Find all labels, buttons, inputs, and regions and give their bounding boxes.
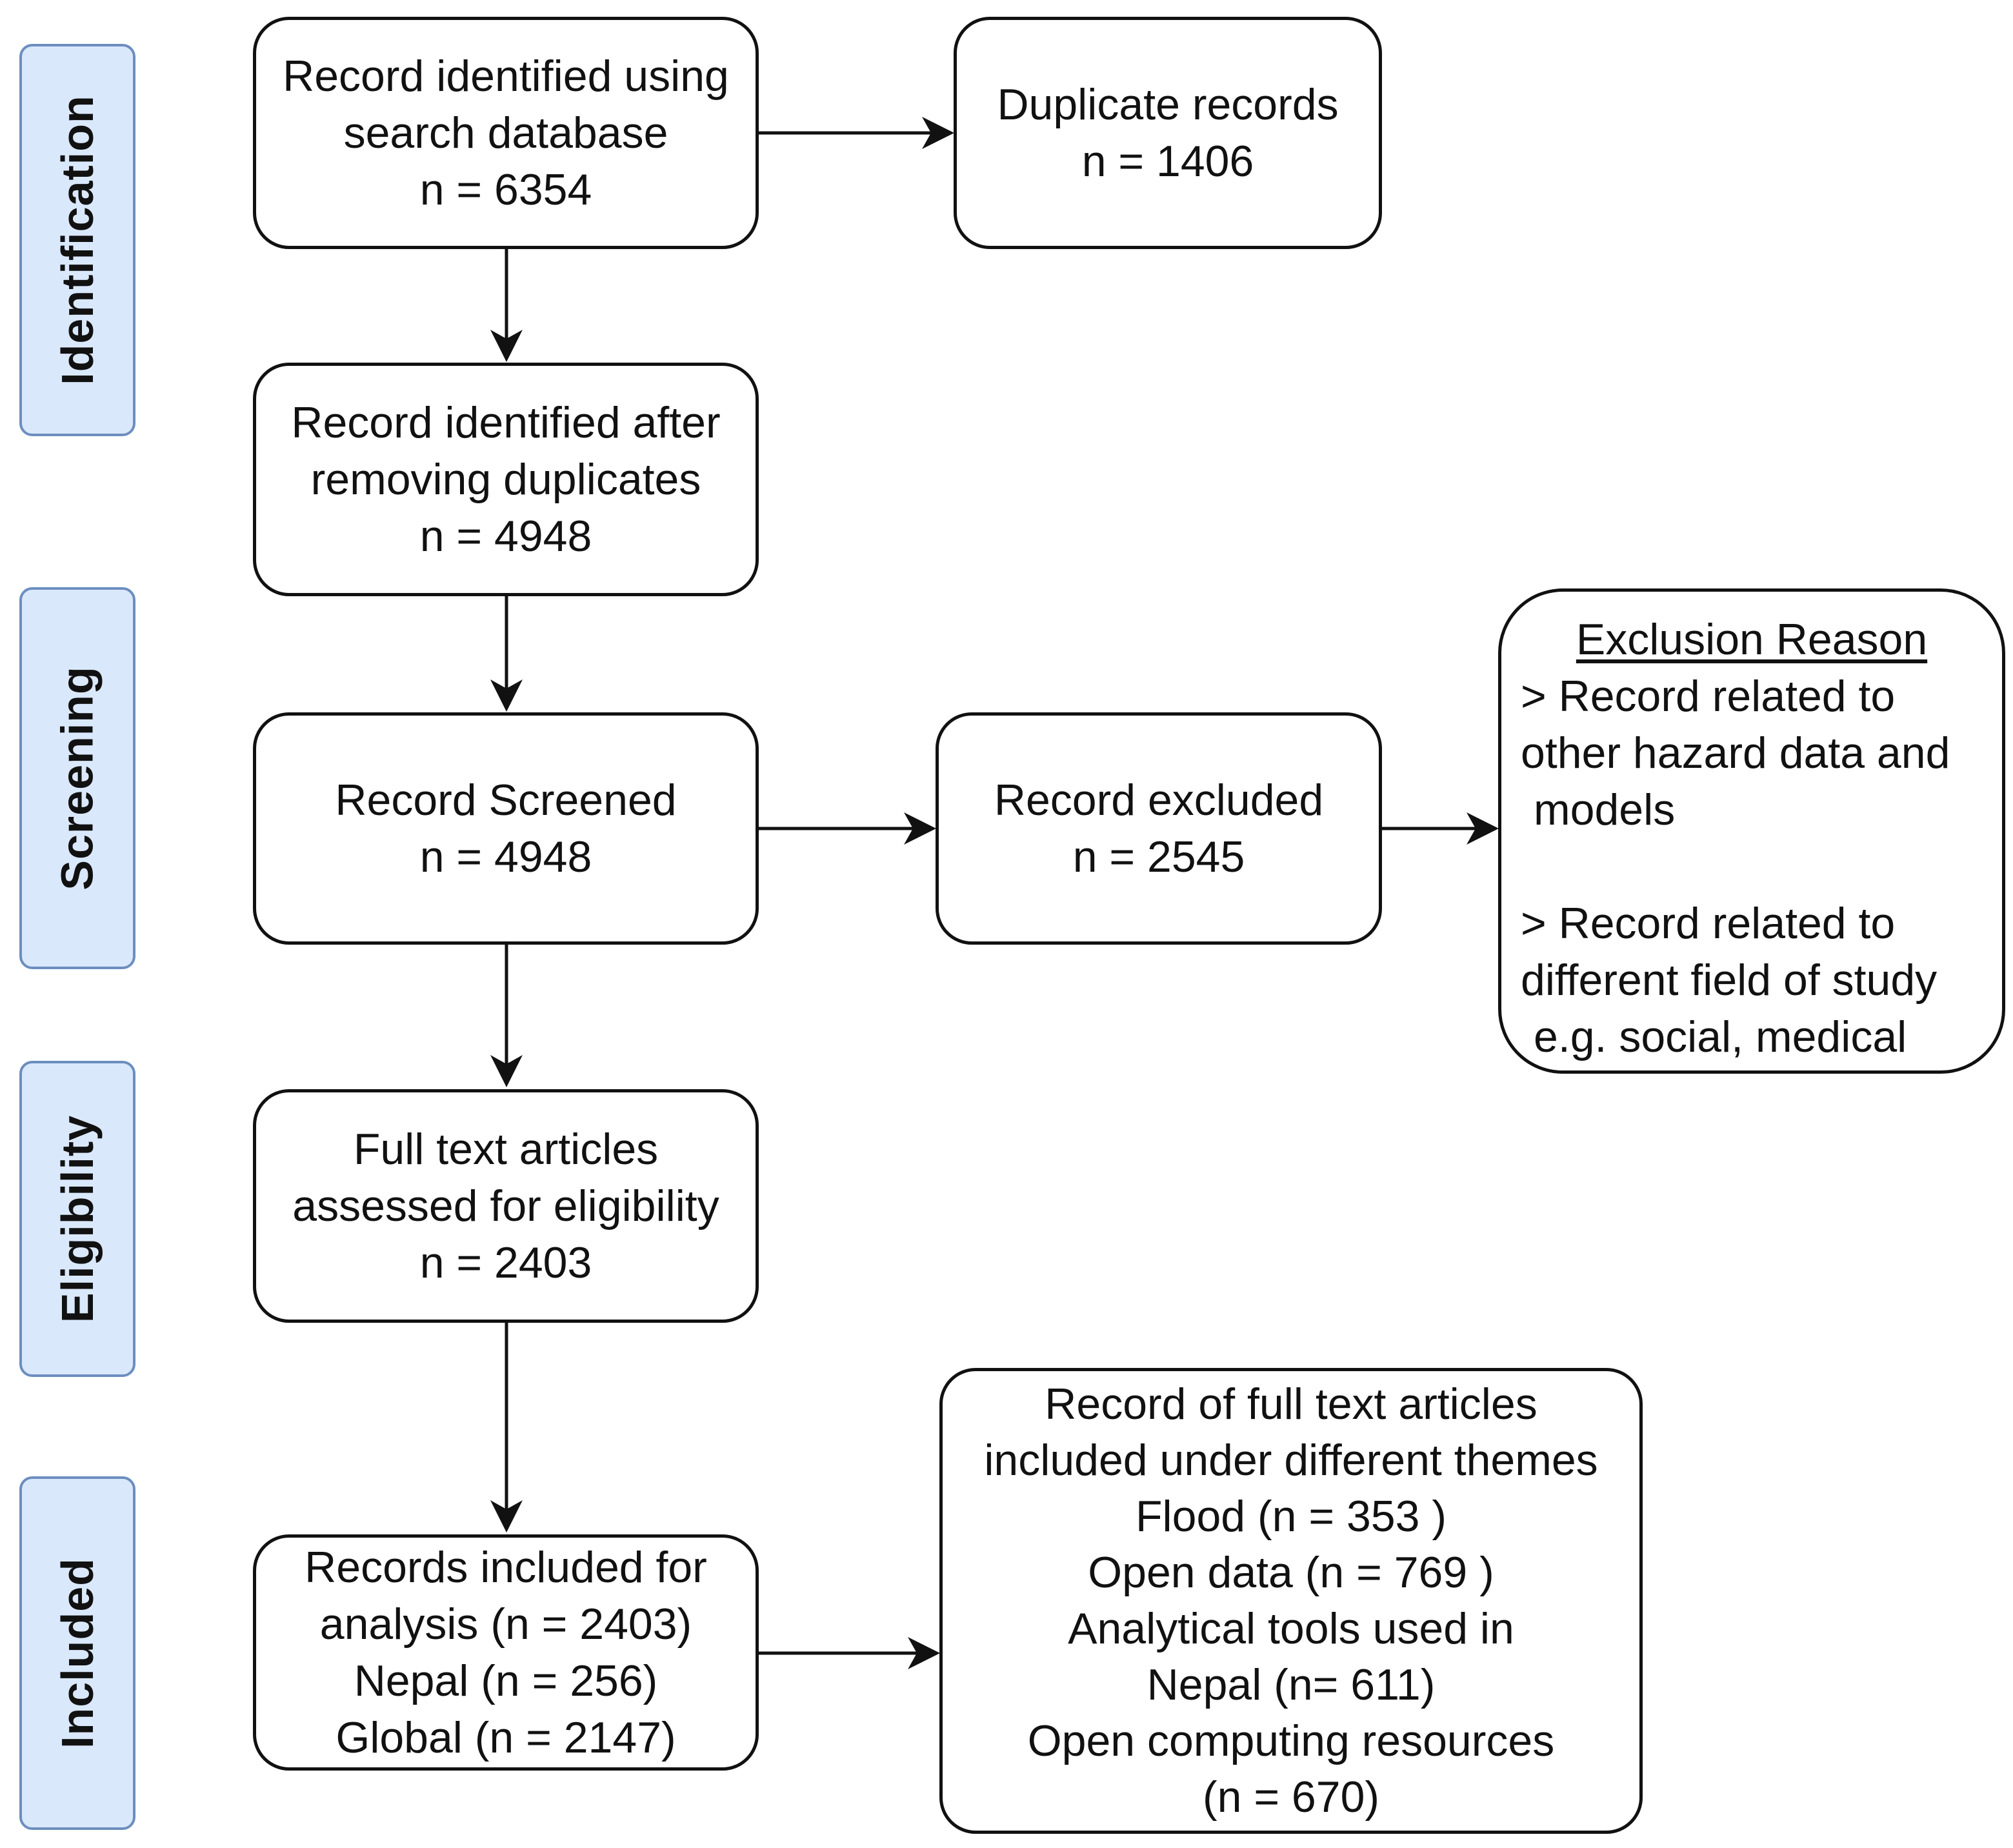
box-count: n = 4948 — [419, 832, 592, 881]
box-count: n = 4948 — [419, 512, 592, 561]
box-line: Global (n = 2147) — [336, 1713, 676, 1762]
box-line: Record identified after — [291, 398, 721, 447]
stage-included-label: Included — [52, 1558, 103, 1749]
eligibility-assessment-box: Full text articles assessed for eligibil… — [253, 1089, 759, 1323]
box-line: removing duplicates — [310, 455, 701, 504]
reason-line: other hazard data and — [1521, 728, 1950, 778]
stage-screening-label: Screening — [52, 666, 103, 890]
stage-eligibility-label: Eligibility — [52, 1114, 103, 1323]
records-excluded-box: Record excluded n = 2545 — [936, 712, 1382, 945]
box-line: search database — [343, 108, 668, 157]
box-line: Full text articles — [353, 1125, 659, 1174]
box-count: n = 6354 — [419, 165, 592, 214]
box-line: Open computing resources — [1027, 1716, 1555, 1765]
reason-line: models — [1534, 785, 1676, 834]
reason-line: e.g. social, medical — [1534, 1012, 1907, 1061]
box-line: Records included for — [305, 1543, 707, 1592]
box-count: n = 2403 — [419, 1238, 592, 1287]
box-line: Record Screened — [335, 776, 677, 825]
box-line: Nepal (n = 256) — [354, 1656, 658, 1705]
box-line: Record identified using — [283, 52, 729, 101]
box-line: assessed for eligibility — [292, 1181, 719, 1230]
box-line: Flood (n = 353 ) — [1136, 1492, 1447, 1541]
box-line: Record of full text articles — [1045, 1380, 1537, 1429]
themes-box: Record of full text articles included un… — [939, 1368, 1643, 1834]
records-after-dedup-box: Record identified after removing duplica… — [253, 363, 759, 596]
box-count: n = 1406 — [1081, 137, 1254, 186]
stage-screening: Screening — [19, 587, 135, 969]
box-line: Duplicate records — [997, 80, 1339, 129]
box-line: Analytical tools used in — [1068, 1604, 1514, 1653]
reason-line: > Record related to — [1521, 672, 1896, 721]
stage-identification-label: Identification — [52, 95, 103, 385]
box-line: Record excluded — [994, 776, 1324, 825]
stage-eligibility: Eligibility — [19, 1061, 135, 1377]
records-identified-box: Record identified using search database … — [253, 17, 759, 249]
box-line: (n = 670) — [1202, 1773, 1380, 1822]
exclusion-reason-heading: Exclusion Reason — [1576, 615, 1928, 664]
box-line: Nepal (n= 611) — [1147, 1660, 1436, 1709]
exclusion-reason-box: Exclusion Reason > Record related to oth… — [1498, 588, 2005, 1074]
records-screened-box: Record Screened n = 4948 — [253, 712, 759, 945]
box-line: analysis (n = 2403) — [319, 1600, 692, 1649]
box-count: n = 2545 — [1072, 832, 1245, 881]
stage-included: Included — [19, 1476, 135, 1830]
stage-identification: Identification — [19, 44, 135, 436]
duplicate-records-box: Duplicate records n = 1406 — [954, 17, 1382, 249]
box-line: Open data (n = 769 ) — [1088, 1548, 1494, 1597]
reason-line: > Record related to — [1521, 899, 1896, 948]
records-included-box: Records included for analysis (n = 2403)… — [253, 1534, 759, 1771]
box-line: included under different themes — [984, 1436, 1598, 1485]
reason-line: different field of study — [1521, 956, 1938, 1005]
